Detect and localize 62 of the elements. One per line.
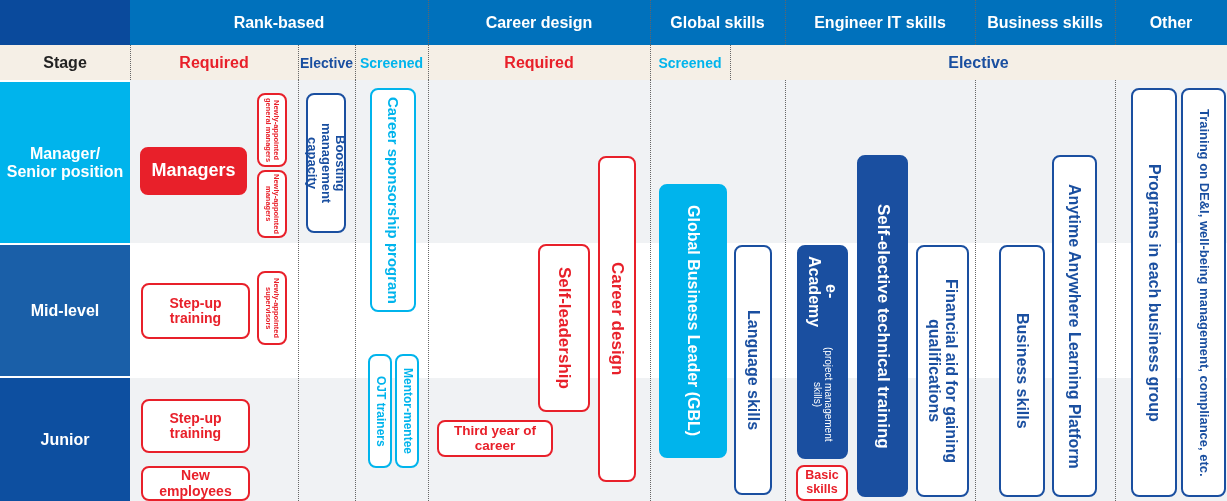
program-label: Global Business Leader (GBL): [684, 205, 702, 437]
program-label: Financial aid for gaining qualifications: [924, 278, 961, 465]
stage-cell: Mid-level: [0, 245, 130, 376]
program-label: Business skills: [1013, 313, 1031, 429]
program-box: [370, 88, 416, 312]
program-box: [659, 184, 727, 458]
program-box: [598, 156, 636, 482]
program-box: [734, 245, 772, 495]
program-label: New employees: [158, 468, 233, 499]
program-label: Managers: [151, 161, 236, 181]
category-header: Business skills: [986, 12, 1104, 33]
program-label: Language skills: [744, 309, 762, 430]
program-box: [538, 244, 590, 412]
program-box: [1131, 88, 1177, 497]
program-box: [141, 466, 250, 501]
program-box: [141, 283, 250, 339]
type-header: Screened: [657, 53, 723, 73]
program-label: Anytime Anywhere Learning Platform: [1065, 183, 1084, 469]
program-label: Career sponsorship program: [384, 96, 402, 304]
program-box: [257, 93, 287, 167]
program-box: [916, 245, 969, 497]
program-label: Self-elective technical training: [873, 203, 892, 449]
type-header: Required: [178, 52, 250, 73]
column-header: Stage: [42, 52, 88, 73]
category-header: Engineer IT skills: [813, 12, 947, 33]
program-box: [306, 93, 346, 233]
program-box: [437, 420, 553, 457]
program-label: Mentor-mentee: [400, 368, 414, 454]
type-header: Required: [503, 52, 575, 73]
stage-cell: Manager/ Senior position: [0, 82, 130, 243]
category-header: Other: [1148, 12, 1194, 33]
program-label: Programs in each business group: [1145, 163, 1163, 422]
program-box: [1052, 155, 1097, 497]
program-box: [257, 170, 287, 238]
program-box: [797, 245, 848, 459]
stage-cell: Junior: [0, 378, 130, 501]
program-box: [140, 147, 247, 195]
program-label: Self-leadership: [554, 267, 574, 389]
category-header: Rank-based: [232, 12, 326, 33]
program-box: [257, 271, 287, 345]
program-box: [857, 155, 908, 497]
program-label: Step-up training: [168, 410, 223, 442]
program-label: (project management skills): [811, 346, 834, 444]
type-header: Elective: [947, 52, 1010, 73]
program-label: Basic skills: [804, 469, 840, 497]
type-header: Screened: [359, 53, 425, 73]
program-label: Boosting management capacity: [304, 121, 348, 206]
program-box: [141, 399, 250, 453]
program-label: OJT trainers: [373, 375, 387, 447]
program-label: Training on DE&I, well-being management, compliance, etc.: [1196, 108, 1211, 477]
program-box: [368, 354, 392, 468]
program-label: Career design: [607, 262, 627, 376]
program-box: [999, 245, 1045, 497]
type-header: Elective: [299, 53, 354, 73]
category-header: Global skills: [669, 12, 766, 33]
program-label: Step-up training: [168, 295, 223, 327]
program-label: Third year of career: [453, 423, 537, 454]
program-box: [1181, 88, 1226, 497]
category-header: Career design: [484, 12, 594, 33]
program-box: [796, 465, 848, 501]
program-box: [395, 354, 419, 468]
program-label: e-Academy: [804, 254, 841, 329]
